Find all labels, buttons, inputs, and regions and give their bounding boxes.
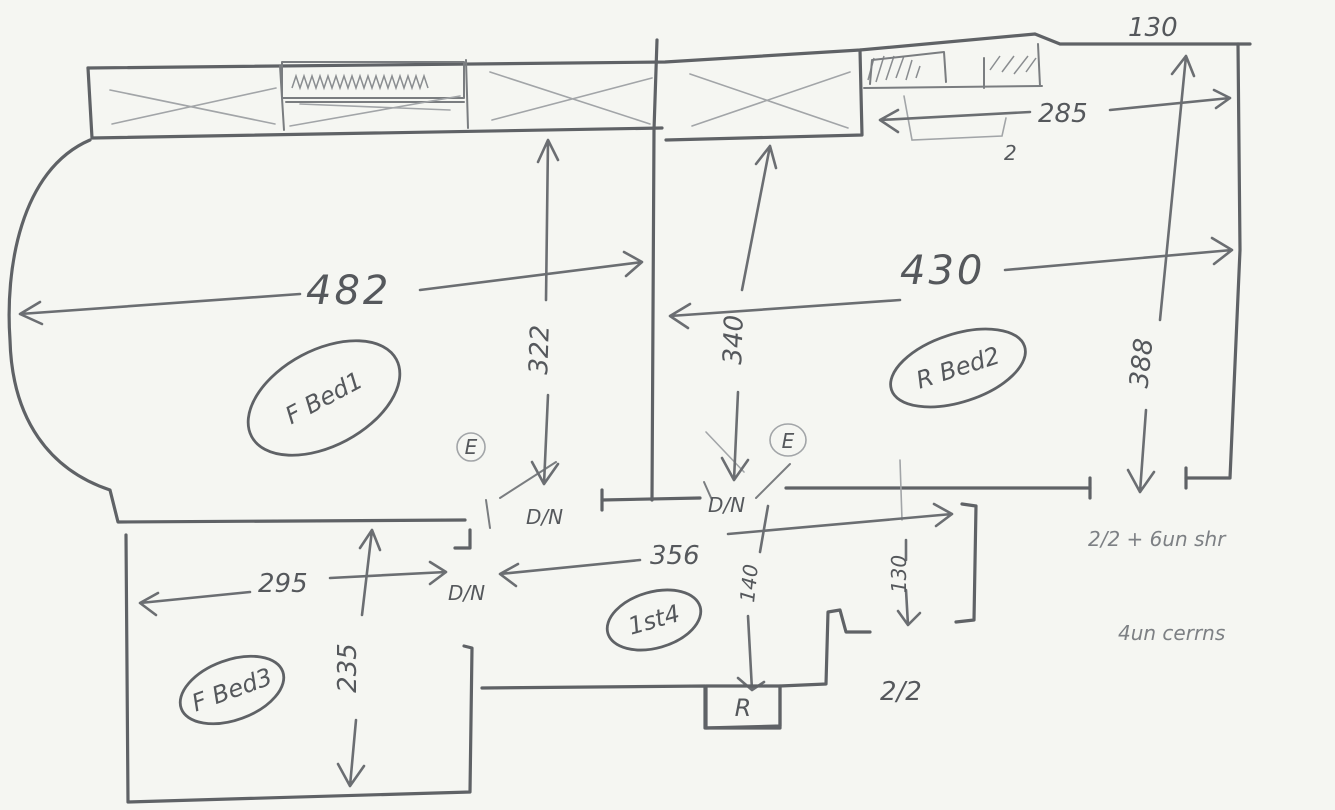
room-bed2: R Bed2: [913, 341, 1003, 394]
door-label-2: D/N: [708, 493, 745, 517]
marker-label-1: E: [465, 435, 478, 459]
dim-bed3-width: 295: [258, 569, 308, 599]
note-bottom: 2/2: [880, 677, 922, 707]
dim-top: 130: [1128, 13, 1178, 43]
bed2-oval: [889, 327, 1027, 409]
dim-bed1-depth: 322: [524, 324, 556, 375]
dim-small: 130: [887, 555, 911, 593]
dim-landing: 356: [650, 541, 700, 571]
bed1-oval: [246, 339, 402, 457]
marker-label-2: E: [782, 429, 795, 453]
door-label-1: D/N: [526, 505, 563, 529]
room-label-ovals: [178, 327, 1027, 730]
dim-bed2-center: 340: [718, 314, 750, 365]
dim-bed2-depth: 388: [1125, 337, 1160, 390]
room-bed1: F Bed1: [281, 366, 368, 430]
marker-flag: 2: [1004, 141, 1017, 165]
note-right-1: 2/2 + 6un shr: [1088, 527, 1227, 551]
room-first: 1st4: [625, 599, 683, 640]
wardrobe-cross-marks: [109, 71, 851, 129]
first-oval: [605, 588, 703, 652]
door-label-3: D/N: [448, 581, 485, 605]
dim-bed2-width: 430: [900, 248, 985, 294]
bed3-oval: [178, 654, 286, 726]
dim-bed3-depth: 235: [333, 643, 363, 693]
marker-circle-1: [456, 432, 486, 462]
walls: [7, 38, 1242, 804]
store-box: [704, 684, 782, 730]
dimension-arrows: [18, 54, 1234, 788]
note-right-2: 4un cerrns: [1118, 621, 1225, 645]
dim-wardrobe: 285: [1038, 99, 1088, 129]
marker-circle-2: [769, 423, 807, 457]
dim-bed1-width: 482: [306, 268, 391, 314]
room-store: R: [735, 694, 752, 722]
wardrobe-band: [86, 32, 1252, 142]
dim-landing-depth: 140: [735, 563, 763, 603]
